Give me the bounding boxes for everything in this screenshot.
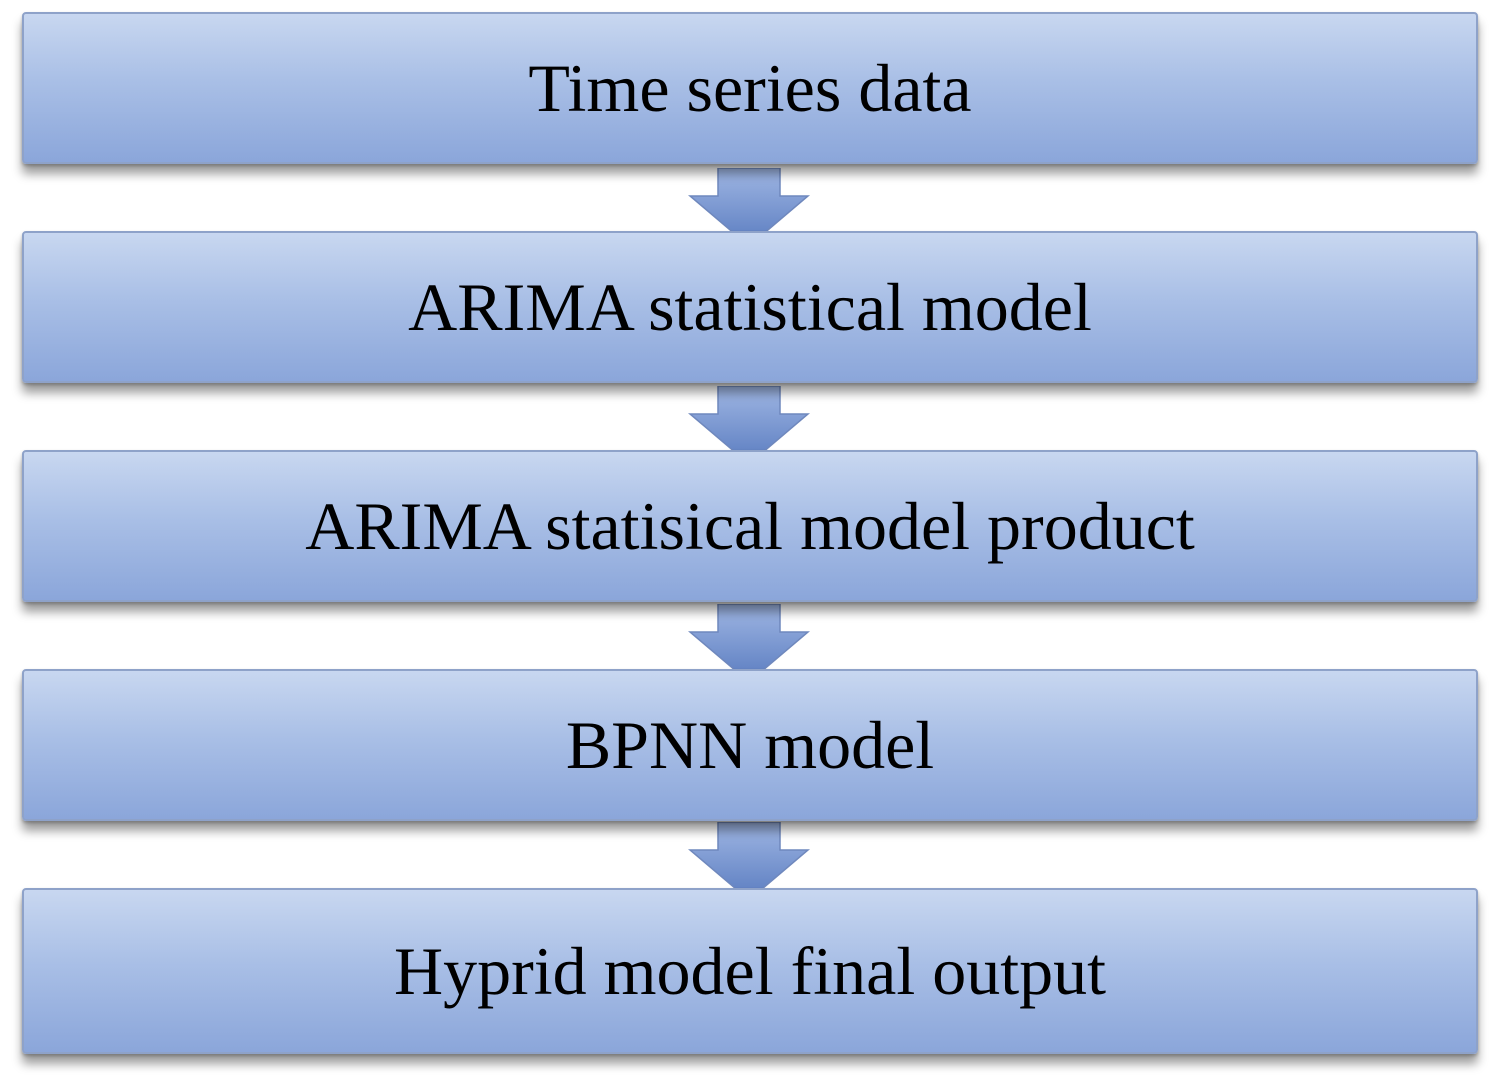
down-arrow-icon (688, 386, 810, 466)
step-box-time-series-data: Time series data (22, 12, 1478, 164)
down-arrow-icon (688, 168, 810, 248)
step-box-arima-model-product: ARIMA statisical model product (22, 450, 1478, 602)
step-label: BPNN model (565, 707, 935, 783)
step-box-bpnn-model: BPNN model (22, 669, 1478, 821)
step-label: ARIMA statisical model product (305, 488, 1195, 564)
step-label: Hyprid model final output (393, 933, 1106, 1009)
down-arrow-icon (688, 604, 810, 684)
step-label: Time series data (528, 50, 972, 126)
step-box-arima-statistical-model: ARIMA statistical model (22, 231, 1478, 383)
down-arrow-icon (688, 822, 810, 902)
step-label: ARIMA statistical model (408, 269, 1092, 345)
step-box-hybrid-final-output: Hyprid model final output (22, 888, 1478, 1054)
